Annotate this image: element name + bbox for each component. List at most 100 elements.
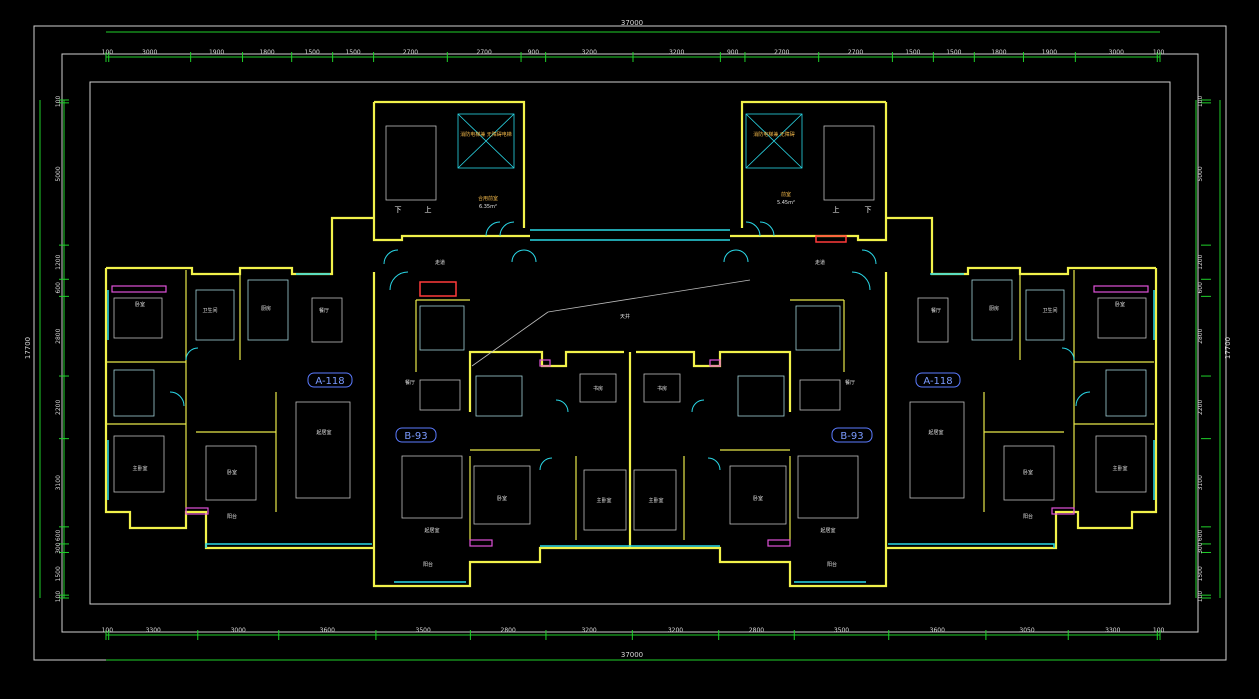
left-dim-2: 1200 [55,254,62,269]
right-wing-wall [886,268,1158,550]
desk-cr [643,373,681,403]
door-c-study1 [555,399,569,413]
center-right-inner-wall [636,350,792,412]
right-dim-1: 5000 [1197,166,1204,181]
window-left-balcony [205,543,372,548]
tag-b-right-box [831,427,873,443]
mag-5 [469,539,493,547]
exterior-walls [104,100,1158,588]
tag-a-right: A-118 [923,376,952,387]
toilet-r2 [1105,369,1147,417]
right-dim-8: 300 [1197,542,1204,554]
kitchen-l [247,279,289,341]
label-bedroom-cl: 卧室 [497,495,507,502]
left-elevator-note: 消防电梯兼 无障碍电梯 [460,131,512,138]
left-core-top-wall [374,100,526,228]
label-balcony-cr: 阳台 [827,561,837,568]
left-dim-4: 2800 [55,328,62,343]
label-living-r: 起居室 [928,429,943,436]
dimension-ticks [59,52,1211,640]
door-l-core2 [499,221,515,237]
label-living-cr: 起居室 [820,527,835,534]
bottom-dim-3: 3600 [320,627,335,634]
bed-l1 [113,297,163,339]
label-stair-up-l: 上 [425,205,432,214]
bottom-dim-6: 3200 [581,627,596,634]
sofa-l [295,401,351,499]
cores [385,113,875,201]
label-master-r: 主卧室 [1112,465,1127,472]
mag-3 [185,507,209,515]
top-dim-19: 100 [1153,49,1165,56]
left-core-wall [372,102,530,242]
label-study-cl: 书房 [593,385,603,392]
label-dining-r: 餐厅 [931,307,941,314]
left-dim-9: 1500 [55,566,62,581]
sofa-cr [797,455,859,519]
center-left-inner-wall [468,350,624,412]
fire-box-l [419,281,457,297]
mag-7 [539,359,551,367]
label-dining-l: 餐厅 [319,307,329,314]
magenta-markers [111,285,1149,547]
top-dim-10: 3200 [669,49,684,56]
window-right-balcony [888,543,1055,548]
bed-l-master [113,435,165,493]
top-dim-14: 1500 [905,49,920,56]
bed-r-master [1095,435,1147,493]
stair-right [823,125,875,201]
right-dim-6: 3100 [1197,475,1204,490]
elevator-right [745,113,803,169]
door-c-bed2 [707,457,721,471]
toilet-l2 [113,369,155,417]
label-living-cl: 起居室 [424,527,439,534]
bottom-dim-7: 3200 [668,627,683,634]
bottom-dim-2: 3000 [231,627,246,634]
door-c-bed1 [539,457,553,471]
door-l-core3 [383,249,399,265]
bottom-dim-13: 100 [1153,627,1165,634]
outer-frame [33,25,1227,661]
bottom-dim-1: 3300 [146,627,161,634]
bed-cr [729,465,787,525]
label-master-cl: 主卧室 [596,497,611,504]
label-study-cr: 书房 [657,385,667,392]
door-l-core1 [485,221,501,237]
tag-b-left-box [395,427,437,443]
mid-frame [61,53,1199,633]
label-kitchen-r: 厨房 [989,305,999,312]
label-master-cr: 主卧室 [648,497,663,504]
bottom-dim-11: 3050 [1019,627,1034,634]
dimension-lines [39,31,1221,661]
elevator-left [457,113,515,169]
label-master-l: 主卧室 [132,465,147,472]
dining-cl [419,379,461,411]
right-wing-top-wall [886,216,1156,276]
top-dim-16: 1800 [991,49,1006,56]
label-bedroom-l1: 卧室 [135,301,145,308]
left-dim-6: 3100 [55,475,62,490]
door-c-left-entry [389,271,409,291]
left-wing-top-wall [106,216,374,276]
right-dim-10: 100 [1197,591,1204,603]
bottom-overall-dim: 37000 [621,651,643,659]
bottom-dim-0: 100 [102,627,114,634]
mag-4 [1051,507,1075,515]
top-dim-9: 3200 [582,49,597,56]
bottom-dim-4: 3500 [416,627,431,634]
door-r-core2 [745,221,761,237]
toilet-l [195,289,235,341]
dining-table-l [311,297,343,343]
door-c-right-entry [851,271,871,291]
top-dim-2: 1900 [209,49,224,56]
right-core-top-wall [740,100,886,228]
label-bedroom-r1: 卧室 [1115,301,1125,308]
fire-box-r [815,235,847,243]
label-balcony-r: 阳台 [1023,513,1033,520]
mag-2 [1093,285,1149,293]
top-dim-11: 900 [727,49,739,56]
mag-1 [111,285,167,293]
